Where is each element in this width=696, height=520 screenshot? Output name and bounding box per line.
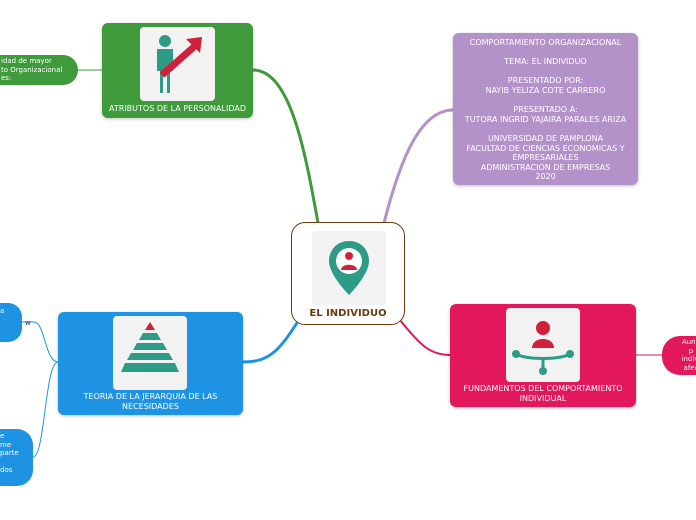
person-growth-arrow-icon <box>140 27 215 101</box>
pyramid-icon <box>113 316 187 390</box>
needs-child-node-2[interactable]: e me parte dos <box>0 429 33 486</box>
needs-child-node-1[interactable]: a <box>0 303 22 342</box>
personality-attributes-node[interactable]: ATRIBUTOS DE LA PERSONALIDAD <box>102 23 253 118</box>
link-center-info <box>382 108 454 224</box>
link-needs-child-2 <box>32 361 59 458</box>
personality-attributes-label: ATRIBUTOS DE LA PERSONALIDAD <box>109 104 246 113</box>
central-topic-node[interactable]: EL INDIVIDUO <box>291 222 405 325</box>
central-topic-title: EL INDIVIDUO <box>309 308 387 319</box>
behavior-child-node[interactable]: Aunq p indivi afec <box>662 336 696 375</box>
person-network-icon <box>506 308 580 382</box>
personality-child-node[interactable]: idad de mayor to Organizacional es: <box>0 55 78 85</box>
info-node-text: COMPORTAMIENTO ORGANIZACIONAL TEMA: EL I… <box>464 38 627 182</box>
needs-hierarchy-label: TEORIA DE LA JERARQUIA DE LAS NECESIDADE… <box>83 392 218 411</box>
needs-child-2-text: e me parte dos <box>0 432 19 474</box>
behavior-child-text: Aunq p indivi afec <box>681 338 696 372</box>
link-center-personality <box>252 68 320 224</box>
link-center-needs <box>242 317 302 364</box>
individual-behavior-label: FUNDAMENTOS DEL COMPORTAMIENTO INDIVIDUA… <box>463 384 623 403</box>
needs-child-1-text: a <box>0 307 5 315</box>
link-center-behavior <box>399 319 451 356</box>
needs-hierarchy-node[interactable]: TEORIA DE LA JERARQUIA DE LAS NECESIDADE… <box>58 312 243 415</box>
location-pin-person-icon <box>312 231 386 305</box>
personality-child-text: idad de mayor to Organizacional es: <box>1 57 63 82</box>
info-node[interactable]: COMPORTAMIENTO ORGANIZACIONAL TEMA: EL I… <box>453 33 638 185</box>
needs-child-1-connector-label: w <box>25 319 31 327</box>
individual-behavior-node[interactable]: FUNDAMENTOS DEL COMPORTAMIENTO INDIVIDUA… <box>450 304 636 407</box>
link-needs-child-1 <box>22 321 59 363</box>
